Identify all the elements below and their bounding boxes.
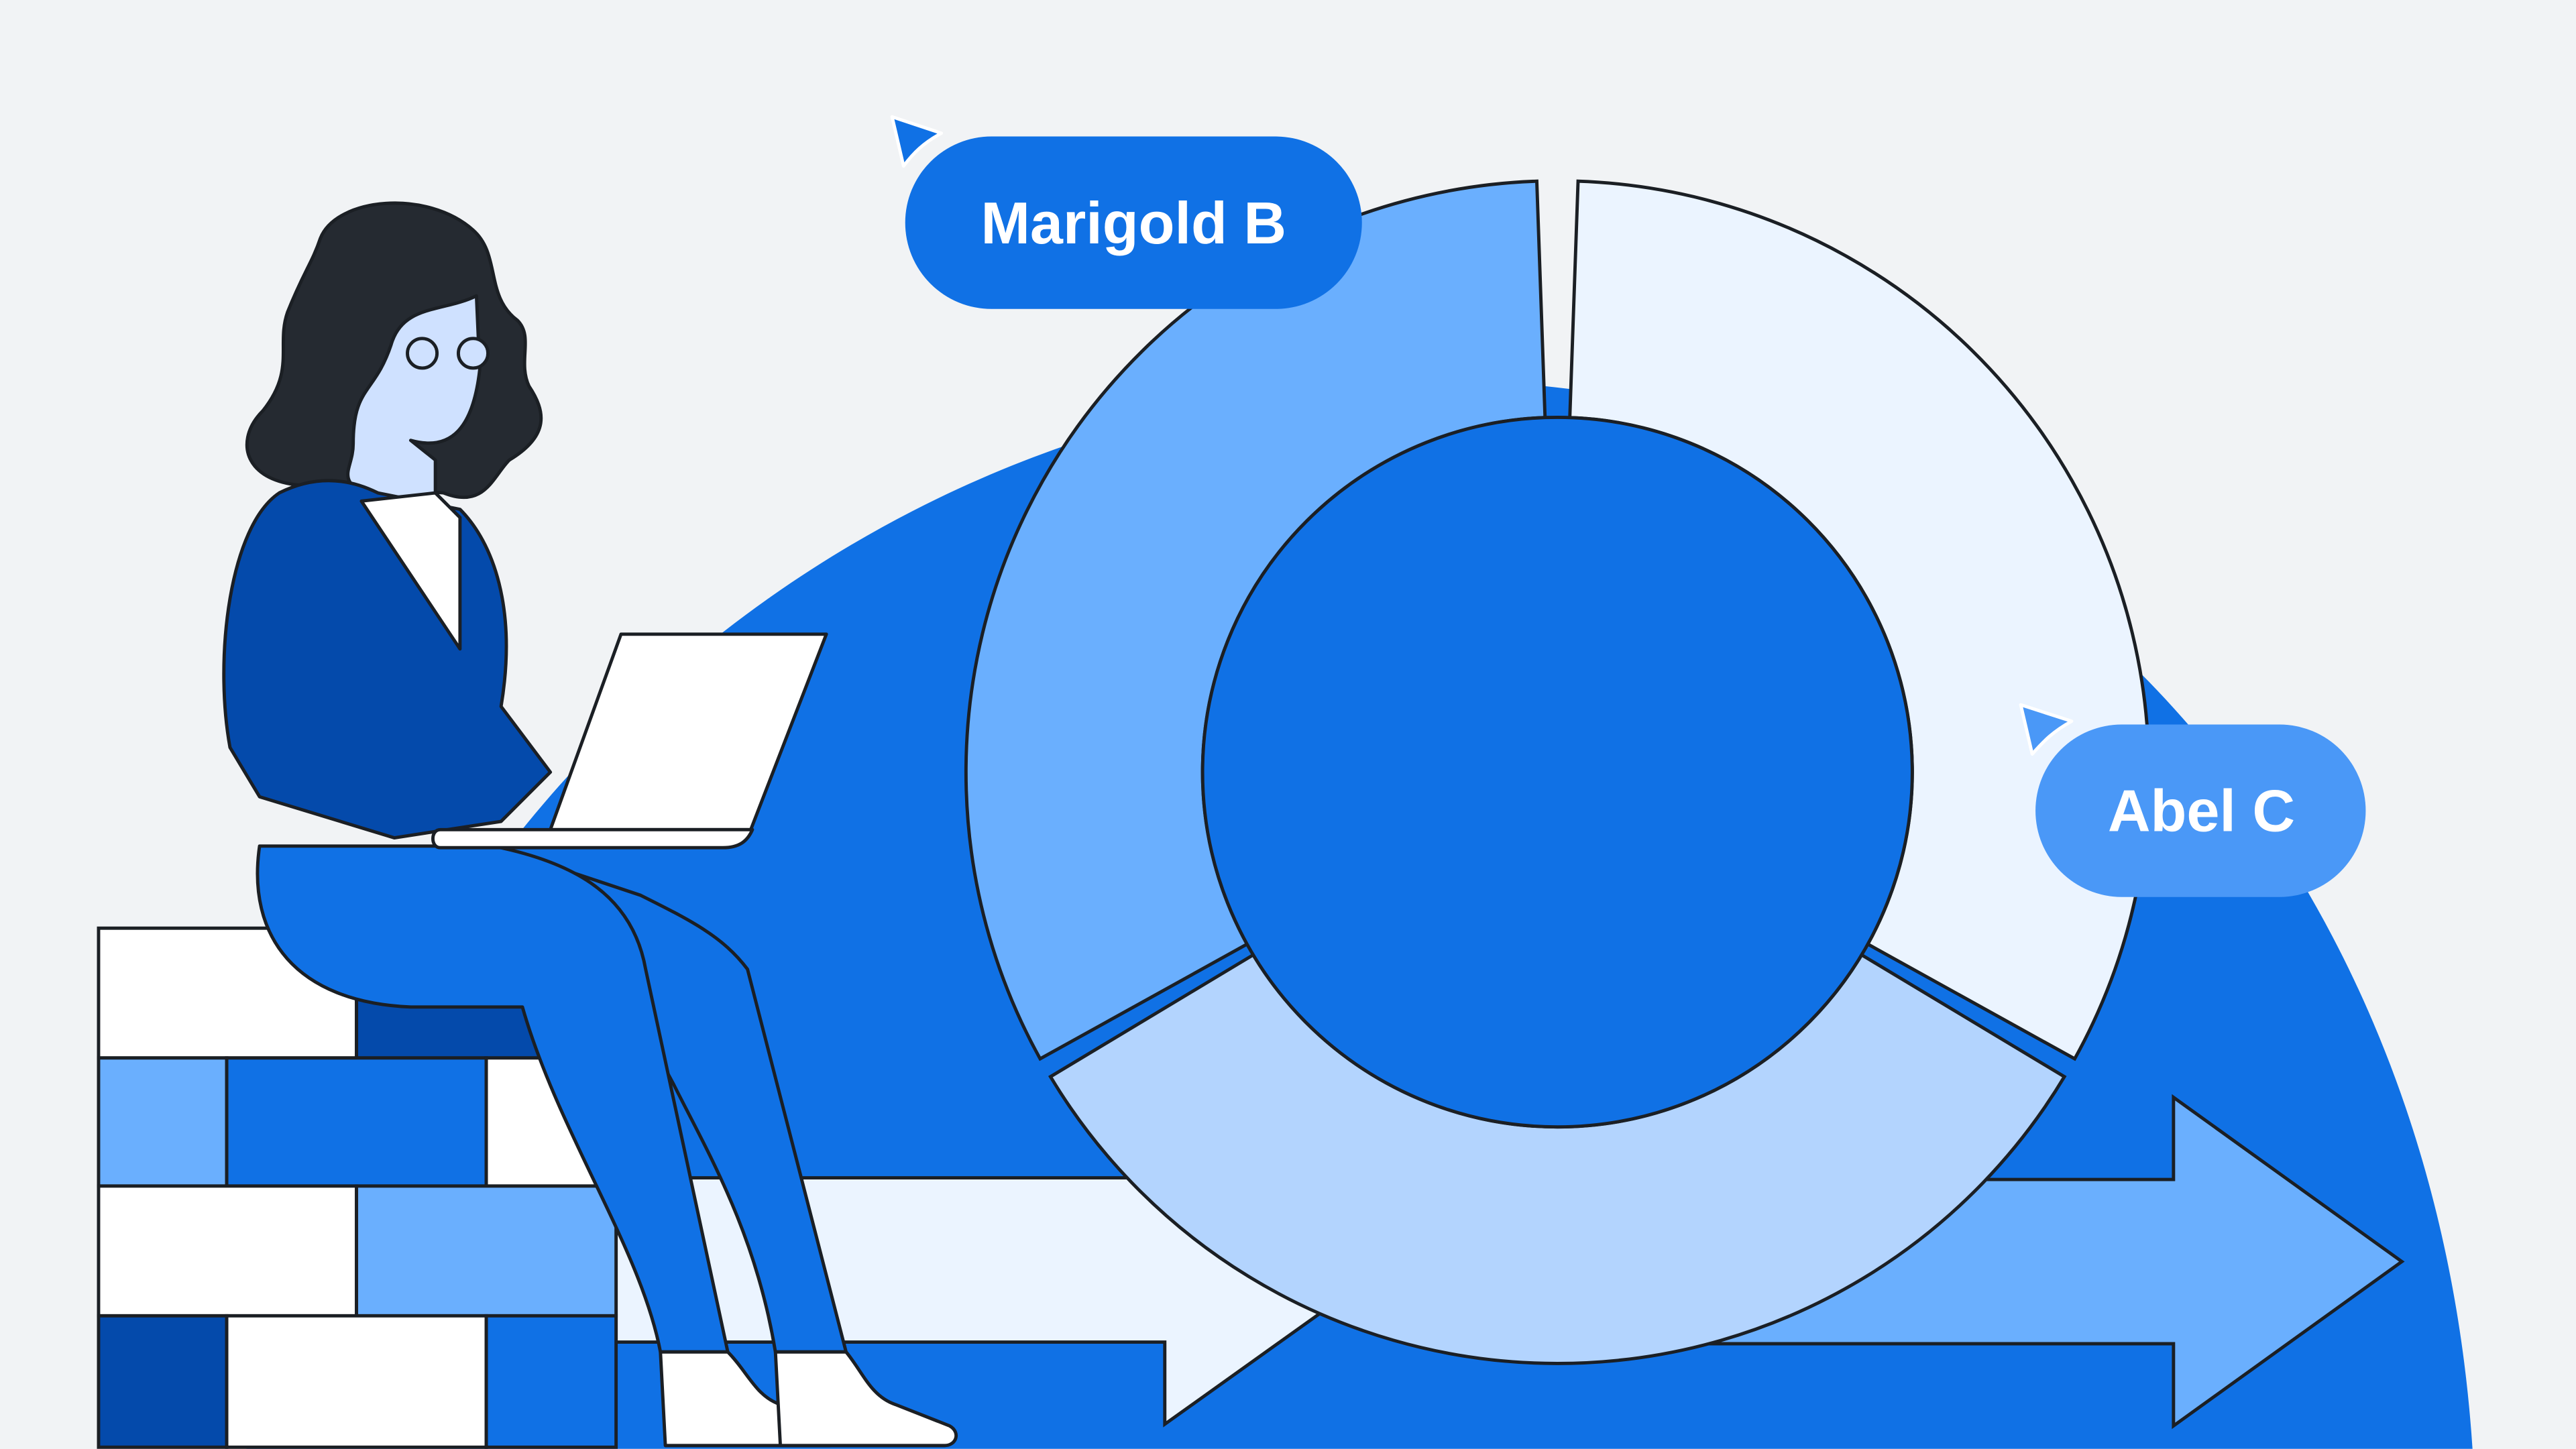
collaborator-tag-marigold: Marigold B [890,115,1362,309]
jacket [222,479,553,839]
name-pill [2035,724,2366,897]
cycle-center [1200,415,1914,1129]
glasses-lens [406,337,439,370]
collaborator-tag-abel: Abel C [2019,703,2366,897]
glasses-lens [456,337,490,370]
collaborator-name: Marigold B [981,190,1286,256]
name-pill [905,136,1362,309]
back-leg [491,844,848,1354]
shoe [773,1350,958,1448]
brick-wall [97,926,618,1449]
cursor-icon [2019,703,2074,756]
laptop-base [431,827,754,850]
collaborator-name: Abel C [2108,778,2295,844]
shirt [359,491,462,651]
person-illustration [222,201,958,1448]
front-leg [256,844,730,1354]
cursor-icon [890,115,944,168]
